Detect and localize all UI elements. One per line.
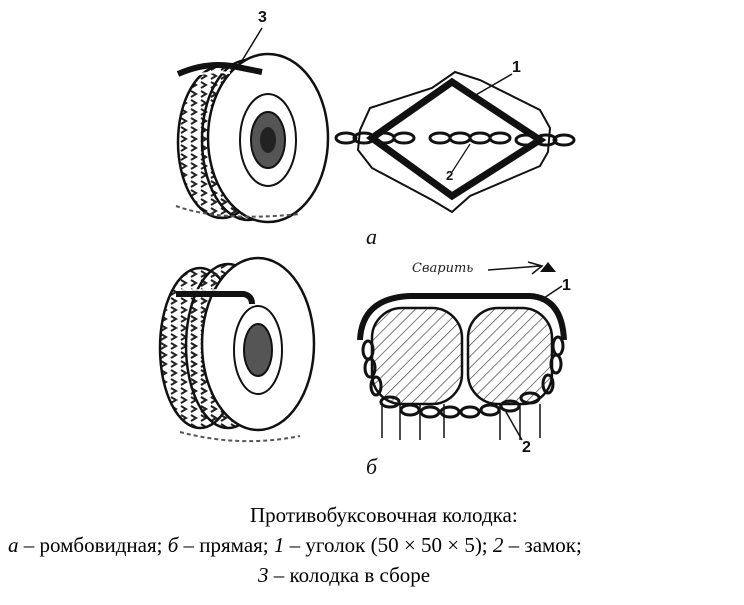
chain-links	[334, 131, 576, 147]
caption-run: – замок;	[503, 533, 582, 557]
figure-illustration: 3 1 2 а	[158, 9, 576, 479]
callout-1-bottom-leader	[543, 285, 563, 299]
callout-2-bottom: 2	[522, 439, 531, 456]
sub-label-a: а	[366, 224, 377, 249]
callout-1-bottom: 1	[562, 277, 571, 294]
caption-run: 1	[273, 533, 285, 557]
callout-1-top-leader	[473, 73, 513, 97]
caption-run: 3	[258, 563, 269, 587]
figure-caption: Противобуксовочная колодка: а – ромбовид…	[0, 500, 744, 590]
caption-line-3: 3 – колодка в сборе	[0, 560, 744, 590]
caption-run: – ромбовидная;	[18, 533, 168, 557]
caption-run: 2	[492, 533, 504, 557]
dual-tire-top	[175, 52, 330, 224]
weld-note: Сварить	[412, 261, 473, 276]
callout-2-bottom-leader	[505, 411, 523, 441]
dual-tire-bottom	[158, 256, 316, 443]
caption-run: – прямая;	[178, 533, 274, 557]
caption-run: а	[8, 533, 19, 557]
chain-links-bottom	[361, 335, 565, 419]
callout-2-top: 2	[446, 168, 453, 183]
sub-label-b: б	[366, 454, 378, 479]
caption-run: – колодка в сборе	[268, 563, 431, 587]
weld-symbol	[540, 262, 556, 272]
straight-shoe-section	[357, 293, 567, 440]
caption-title: Противобуксовочная колодка:	[250, 503, 518, 527]
callout-3: 3	[258, 9, 267, 26]
weld-arrow	[487, 261, 544, 275]
caption-run: б	[167, 533, 179, 557]
caption-run: – уголок (50 × 50 × 5);	[284, 533, 493, 557]
callout-2-top-leader	[451, 143, 471, 173]
caption-line-2: а – ромбовидная; б – прямая; 1 – уголок …	[0, 530, 744, 560]
callout-1-top: 1	[512, 59, 521, 76]
callout-3-leader	[239, 27, 263, 65]
